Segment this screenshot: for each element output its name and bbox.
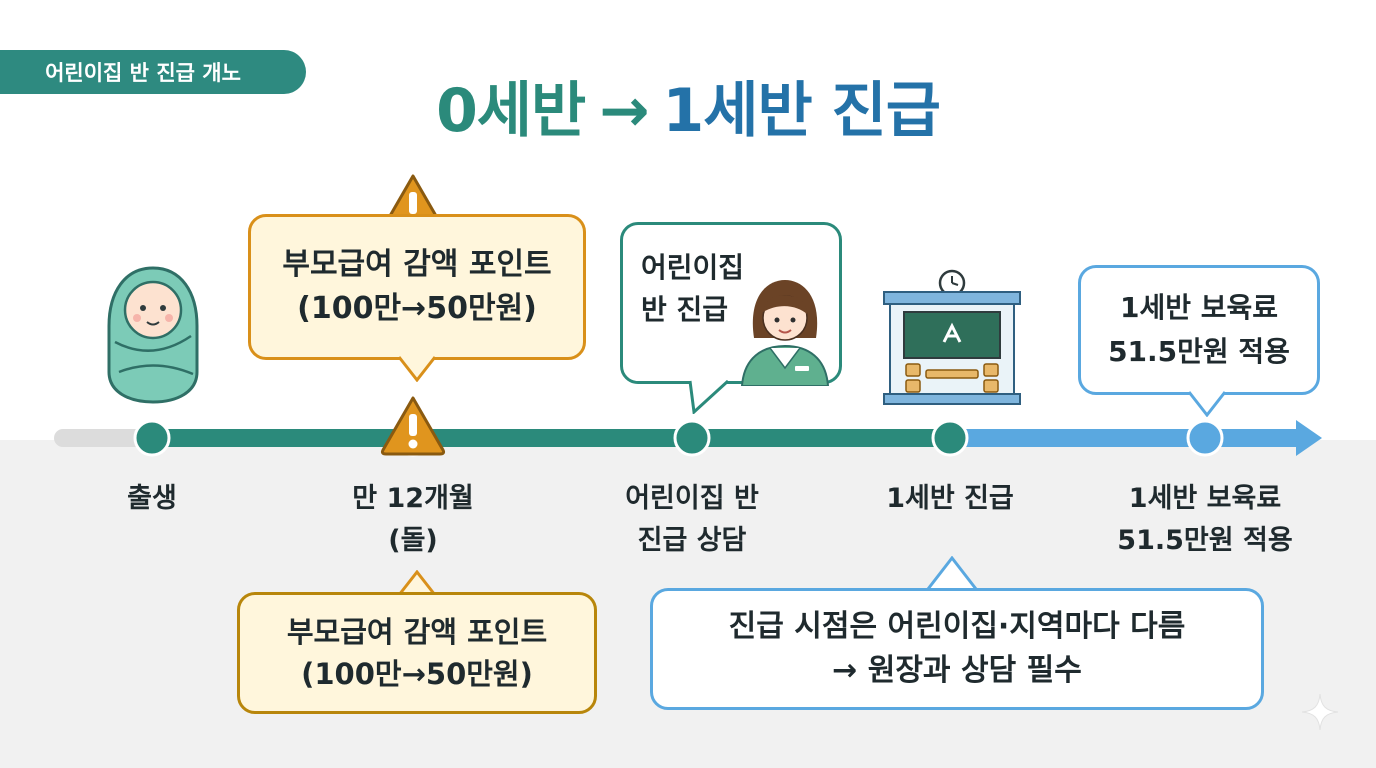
milestone-label-line1: 출생 xyxy=(72,478,232,520)
note-line1: 진급 시점은 어린이집·지역마다 다름 xyxy=(729,605,1186,649)
fee-callout-pointer xyxy=(1187,391,1227,417)
note-callout: 진급 시점은 어린이집·지역마다 다름 → 원장과 상담 필수 xyxy=(650,588,1264,710)
upper-warning-line1: 부모급여 감액 포인트 xyxy=(282,243,551,287)
lower-warning-callout: 부모급여 감액 포인트 (100만→50만원) xyxy=(237,592,597,714)
milestone-label: 1세반 보육료 51.5만원 적용 xyxy=(1085,478,1325,562)
note-callout-pointer xyxy=(926,556,978,590)
fee-line1: 1세반 보육료 xyxy=(1120,286,1278,330)
upper-warning-pointer xyxy=(397,356,437,382)
title-from: 0세반 xyxy=(436,76,585,146)
lower-warning-line1: 부모급여 감액 포인트 xyxy=(287,611,547,653)
teacher-line1: 어린이집 xyxy=(641,247,744,289)
milestone-label-line1: 1세반 보육료 xyxy=(1085,478,1325,520)
milestone-label-line2: (돌) xyxy=(313,520,513,562)
milestone-label: 어린이집 반 진급 상담 xyxy=(582,478,802,562)
upper-warning-callout: 부모급여 감액 포인트 (100만→50만원) xyxy=(248,214,586,360)
fee-line2: 51.5만원 적용 xyxy=(1108,330,1290,374)
milestone-label: 만 12개월 (돌) xyxy=(313,478,513,562)
lower-warning-line2: (100만→50만원) xyxy=(301,653,533,695)
milestone-label: 1세반 진급 xyxy=(850,478,1050,520)
classroom-icon xyxy=(882,266,1022,406)
teacher-icon xyxy=(740,278,830,386)
warning-icon xyxy=(379,394,447,456)
milestone-label-line2: 진급 상담 xyxy=(582,520,802,562)
upper-warning-line2: (100만→50만원) xyxy=(297,287,537,331)
note-line2: → 원장과 상담 필수 xyxy=(832,649,1082,693)
page-title: 0세반→1세반 진급 xyxy=(0,62,1376,149)
teacher-line2: 반 진급 xyxy=(641,289,728,331)
fee-callout: 1세반 보육료 51.5만원 적용 xyxy=(1078,265,1320,395)
milestone-label: 출생 xyxy=(72,478,232,520)
milestone-label-line1: 1세반 진급 xyxy=(850,478,1050,520)
sparkle-icon xyxy=(1300,692,1340,732)
milestone-label-line1: 어린이집 반 xyxy=(582,478,802,520)
title-arrow: → xyxy=(599,76,648,146)
milestone-label-line1: 만 12개월 xyxy=(313,478,513,520)
baby-icon xyxy=(105,262,201,406)
milestone-label-line2: 51.5만원 적용 xyxy=(1085,520,1325,562)
teacher-bubble-pointer xyxy=(688,380,738,414)
title-to: 1세반 진급 xyxy=(663,76,940,146)
